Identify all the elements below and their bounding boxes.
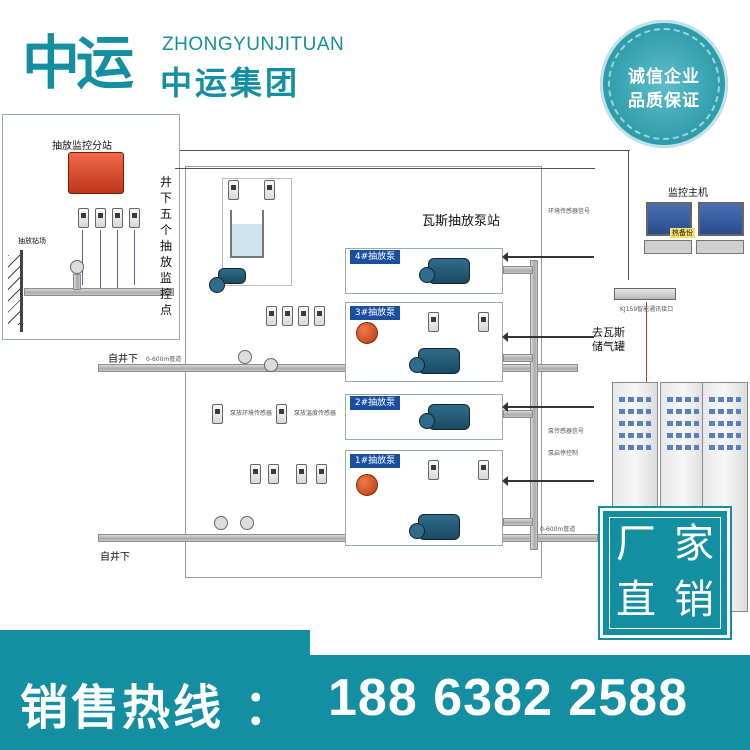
signal-wire <box>100 230 101 292</box>
pump-1-sensor <box>428 460 439 480</box>
host-monitor-right <box>698 202 744 236</box>
pipe-spec-label: 0-600m管道 <box>146 356 182 363</box>
company-logo-mark: 中运 <box>22 29 134 97</box>
pump-1-sensor <box>478 460 489 480</box>
lower-flow-meter <box>240 516 254 530</box>
pump-signal-note: 泵传感器信号 <box>548 428 585 435</box>
signal-arrow <box>502 476 594 486</box>
drainage-pipe <box>24 288 174 296</box>
pipe-sensor <box>282 306 293 326</box>
env-sensor <box>212 404 223 424</box>
pump-4-motor <box>419 258 470 284</box>
upper-flow-meter <box>264 358 278 372</box>
temp-sensor-label: 泵放温度传感器 <box>294 410 337 417</box>
badge-char-1: 厂 <box>616 521 656 567</box>
signal-arrow <box>502 402 594 412</box>
from-underground-label-2: 自井下 <box>100 552 130 563</box>
inlet-pipe-upper <box>98 364 578 372</box>
factory-direct-badge: 厂 家 直 销 <box>600 508 730 638</box>
signal-arrow <box>502 332 594 342</box>
substation-sensor-2 <box>95 208 106 228</box>
badge-char-3: 直 <box>616 577 656 623</box>
temp-sensor <box>276 404 287 424</box>
pump-3-separator <box>356 322 378 344</box>
pipe-sensor <box>298 306 309 326</box>
pump-3-sensor <box>428 312 439 332</box>
pump-3-outlet <box>503 354 533 362</box>
water-temperature-sensor <box>264 180 275 200</box>
substation-sensor-1 <box>78 208 89 228</box>
pipe-sensor <box>316 464 327 484</box>
signal-bus-drop <box>628 150 629 280</box>
pump-2-motor <box>419 404 470 430</box>
pump-1-label: 1#抽放泵 <box>350 454 400 468</box>
gas-tank-label: 去瓦斯储气罐 <box>592 326 625 353</box>
pump-1-separator <box>356 474 378 496</box>
substation-control-box <box>68 152 124 194</box>
signal-wire <box>134 230 135 285</box>
host-pc-right <box>696 240 744 254</box>
drill-field-label: 抽放钻场 <box>18 237 46 245</box>
env-sensor-label: 泵放环境传感器 <box>230 410 273 417</box>
collector-pipe <box>530 260 538 550</box>
pump-2-outlet <box>503 410 533 418</box>
lower-gate-valve <box>214 516 228 530</box>
water-tank <box>230 210 264 258</box>
underground-monitoring-label: 井下五个抽放监控点 <box>160 175 173 317</box>
pump-3-motor <box>409 348 460 374</box>
pipe-sensor <box>268 464 279 484</box>
pump-3-label: 3#抽放泵 <box>350 306 400 320</box>
flow-meter <box>70 260 84 274</box>
drill-field-hatching <box>8 255 22 325</box>
seal-text-line2: 品质保证 <box>628 91 700 111</box>
hotline-phone-number[interactable]: 188 6382 2588 <box>328 669 689 727</box>
badge-char-2: 家 <box>674 521 714 567</box>
substation-sensor-4 <box>129 208 140 228</box>
pipe-sensor <box>296 464 307 484</box>
pipe-sensor <box>250 464 261 484</box>
monitoring-host-label: 监控主机 <box>668 188 708 199</box>
quality-seal-badge: 诚信企业 品质保证 <box>600 20 728 148</box>
signal-wire <box>82 230 83 285</box>
signal-arrow <box>502 252 594 262</box>
pump-control-note: 泵启停控制 <box>548 450 579 457</box>
water-pump <box>209 268 246 293</box>
seal-text-line1: 诚信企业 <box>628 67 700 87</box>
meter-stem <box>73 274 81 290</box>
hot-backup-tag: 热备份 <box>670 228 695 238</box>
seal-dashed-ring <box>608 28 720 140</box>
pump-1-outlet <box>503 518 533 526</box>
pump-3-sensor <box>478 312 489 332</box>
pump-station-title: 瓦斯抽放泵站 <box>422 214 501 229</box>
pipe-sensor <box>266 306 277 326</box>
host-pc-left <box>644 240 692 254</box>
brand-name-english: ZHONGYUNJITUAN <box>162 34 345 55</box>
substation-title: 抽放监控分站 <box>52 141 112 152</box>
signal-bus-line <box>180 150 630 151</box>
from-underground-label-1: 自井下 <box>108 354 138 365</box>
footer-band <box>0 655 750 750</box>
substation-panel <box>2 114 180 340</box>
upper-gate-valve <box>238 350 252 364</box>
signal-wire <box>117 230 118 292</box>
hotline-label: 销售热线 ： <box>20 680 295 736</box>
pipe-spec-label-2: 0-600m管道 <box>540 526 576 533</box>
env-signal-note: 环境传感器信号 <box>548 208 591 215</box>
pump-1-motor <box>409 514 460 540</box>
pump-2-label: 2#抽放泵 <box>350 396 400 410</box>
pump-4-label: 4#抽放泵 <box>350 250 400 264</box>
substation-sensor-3 <box>112 208 123 228</box>
signal-bus-line <box>175 168 595 169</box>
brand-name-chinese: 中运集团 <box>160 64 301 102</box>
pump-4-outlet <box>503 266 533 274</box>
comm-interface-device <box>614 288 676 300</box>
comm-link-line <box>646 302 647 382</box>
badge-char-4: 销 <box>674 577 714 623</box>
pipe-sensor <box>314 306 325 326</box>
footer-tab <box>0 630 310 655</box>
water-level-sensor <box>228 180 239 200</box>
